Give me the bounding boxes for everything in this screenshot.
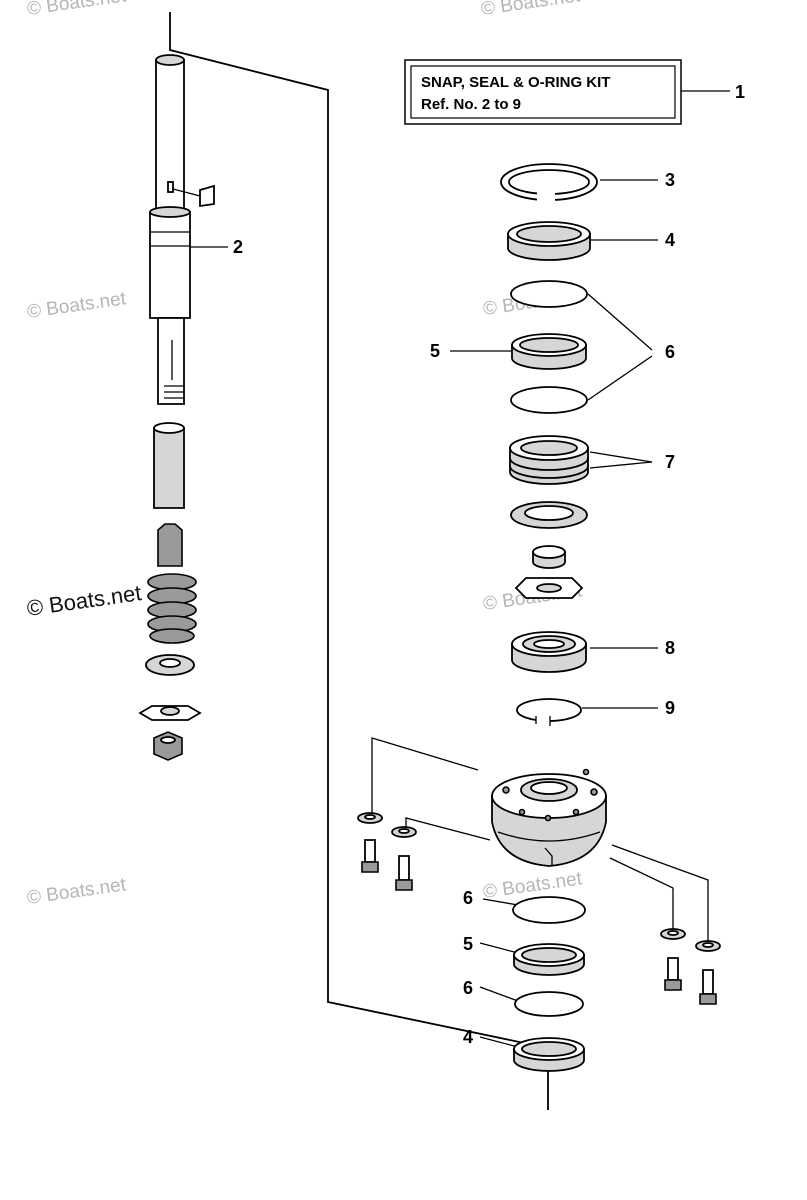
spring-retainer bbox=[157, 523, 183, 567]
bearing-housing bbox=[491, 768, 607, 867]
callout-5-lower: 5 bbox=[463, 934, 473, 954]
callout-6-bottom: 6 bbox=[463, 978, 473, 998]
watermark-left-dark: © Boats.net bbox=[25, 580, 143, 621]
callout-4: 4 bbox=[665, 230, 675, 250]
shaft-key bbox=[167, 181, 174, 193]
callout-5: 5 bbox=[430, 341, 440, 361]
bolt-right-1 bbox=[660, 928, 686, 991]
callout-7: 7 bbox=[665, 452, 675, 472]
coil-spring bbox=[147, 573, 197, 644]
callout-labels: 1 2 3 4 5 6 7 8 9 6 5 6 4 bbox=[233, 82, 745, 1047]
watermark-top-right: © Boats.net bbox=[480, 0, 582, 20]
oil-seal-middle bbox=[511, 333, 587, 370]
o-ring-bottom bbox=[514, 991, 584, 1017]
shaft-sleeve bbox=[149, 211, 191, 319]
kit-reference: Ref. No. 2 to 9 bbox=[421, 96, 521, 113]
shaft-clip bbox=[199, 184, 215, 208]
watermark-mid-left: © Boats.net bbox=[26, 288, 128, 323]
seal-bearing-stack bbox=[491, 163, 607, 1072]
shaft-spline-end bbox=[157, 317, 185, 405]
drive-shaft-assembly bbox=[138, 54, 215, 761]
grooved-bushing bbox=[509, 435, 589, 485]
thrust-washer bbox=[510, 501, 588, 529]
o-ring-upper bbox=[510, 280, 588, 308]
snap-ring-lower bbox=[516, 698, 582, 727]
callout-2: 2 bbox=[233, 237, 243, 257]
callout-3: 3 bbox=[665, 170, 675, 190]
snap-ring-upper bbox=[500, 163, 598, 202]
bolt-right-2 bbox=[695, 940, 721, 1005]
spacer-sleeve bbox=[532, 545, 566, 569]
callout-6: 6 bbox=[665, 342, 675, 362]
o-ring-middle bbox=[510, 386, 588, 414]
bolt-left-2 bbox=[391, 826, 417, 891]
shaft-pin bbox=[153, 427, 185, 509]
callout-6-lower: 6 bbox=[463, 888, 473, 908]
assembly-bracket-line bbox=[169, 12, 549, 1110]
callout-4-bottom: 4 bbox=[463, 1027, 473, 1047]
kit-title: SNAP, SEAL & O-RING KIT bbox=[421, 74, 610, 91]
housing-bolts bbox=[357, 812, 721, 1005]
watermark-bottom-left: © Boats.net bbox=[26, 874, 128, 909]
oil-seal-upper bbox=[507, 221, 591, 261]
oil-seal-lower bbox=[513, 943, 585, 976]
oil-seal-bottom bbox=[513, 1037, 585, 1072]
bolt-left-1 bbox=[357, 812, 383, 873]
watermark-layer: © Boats.net © Boats.net © Boats.net © Bo… bbox=[25, 0, 584, 909]
callout-1: 1 bbox=[735, 82, 745, 102]
kit-label-box: SNAP, SEAL & O-RING KIT Ref. No. 2 to 9 bbox=[404, 59, 682, 125]
watermark-top-left: © Boats.net bbox=[26, 0, 128, 20]
o-ring-lower bbox=[512, 896, 586, 924]
leader-lines bbox=[190, 90, 730, 1048]
ball-bearing bbox=[511, 631, 587, 673]
callout-9: 9 bbox=[665, 698, 675, 718]
callout-8: 8 bbox=[665, 638, 675, 658]
